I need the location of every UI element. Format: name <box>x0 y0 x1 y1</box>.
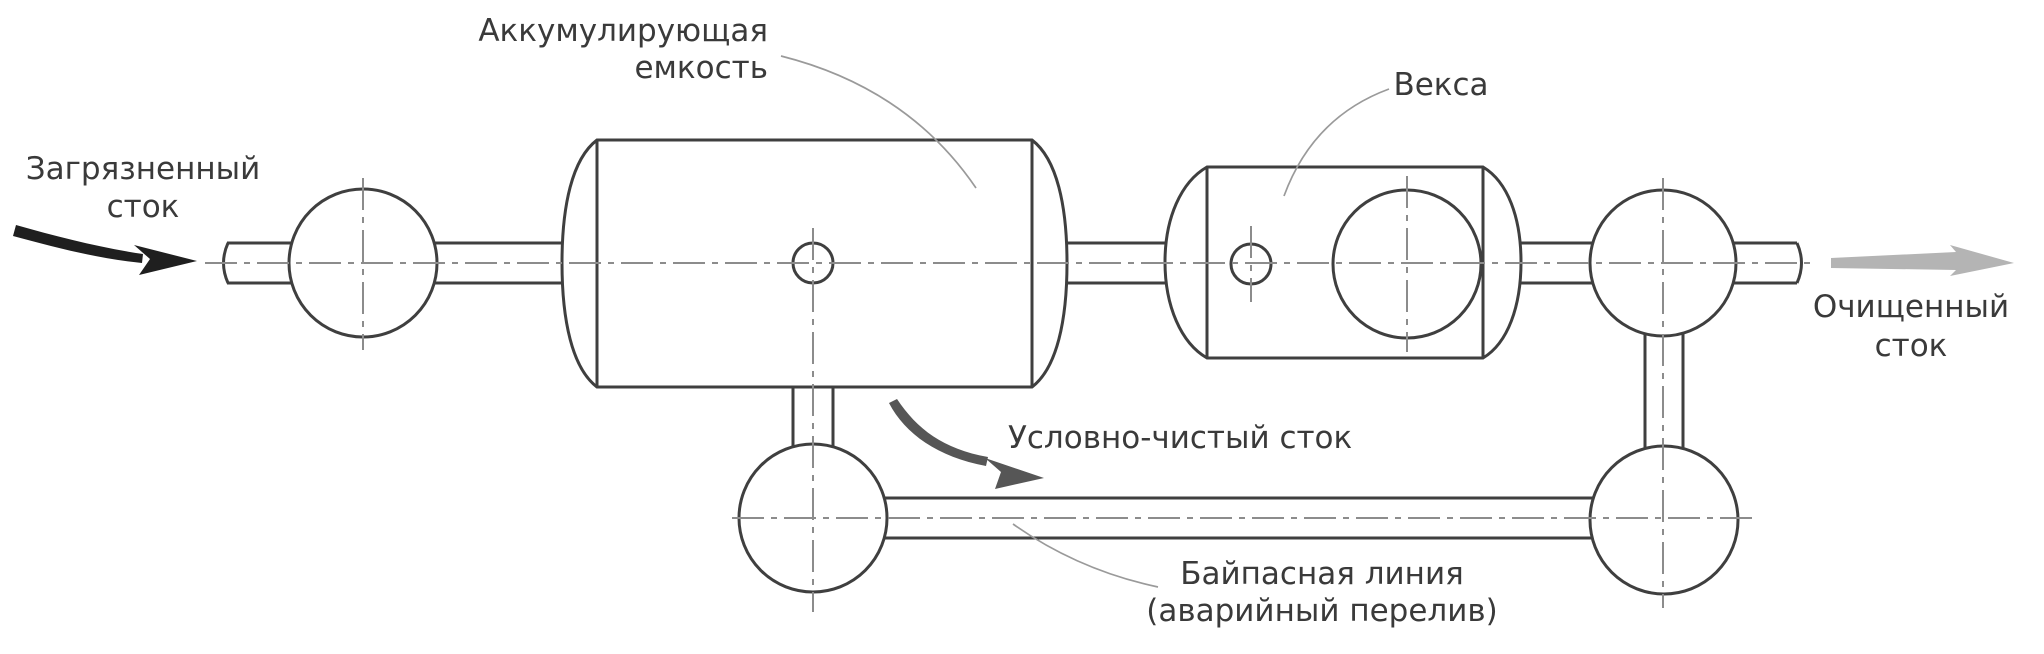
pipe-valve-to-tank <box>433 241 576 285</box>
bypass-line-label: Байпасная линия (аварийный перелив) <box>1122 556 1522 630</box>
tank-drain-pipe <box>791 384 835 455</box>
vexa-label-text: Векса <box>1393 67 1489 103</box>
outflow-label-line2: сток <box>1874 328 1948 364</box>
valve-drop-pipe <box>1643 330 1685 455</box>
conditionally-clean-label: Условно-чистый сток <box>1008 419 1352 457</box>
tank-leader-line <box>780 55 977 189</box>
bypass-label-line1: Байпасная линия <box>1180 556 1464 592</box>
tank-label-line1: Аккумулирующая <box>478 13 768 49</box>
conditionally-clean-label-text: Условно-чистый сток <box>1008 420 1353 456</box>
tank-label-line2: емкость <box>634 50 768 86</box>
pipe-tank-to-vexa <box>1055 241 1180 285</box>
vexa-label: Векса <box>1361 66 1521 104</box>
flow-arrows <box>13 225 2014 489</box>
bypass-pipe <box>868 496 1606 540</box>
inflow-label-line2: сток <box>106 189 180 225</box>
inflow-label: Загрязненный сток <box>18 150 268 226</box>
inflow-arrow-icon <box>13 225 197 275</box>
branch-flow-arrow-icon <box>889 399 1044 489</box>
vexa-leader-line <box>1283 88 1390 197</box>
pipes <box>222 241 1803 540</box>
accumulating-tank-label: Аккумулирующая емкость <box>468 13 768 87</box>
outflow-label-line1: Очищенный <box>1812 289 2010 325</box>
inflow-label-line1: Загрязненный <box>25 151 261 187</box>
bypass-label-line2: (аварийный перелив) <box>1146 593 1498 629</box>
outlet-pipe <box>1730 241 1803 285</box>
centerlines <box>205 176 1816 612</box>
vessels <box>287 138 1740 596</box>
pipe-vexa-to-valve <box>1508 241 1600 285</box>
leader-lines <box>780 55 1390 588</box>
bypass-leader-line <box>1012 523 1159 588</box>
outflow-label: Очищенный сток <box>1790 288 2032 366</box>
outflow-arrow-icon <box>1831 245 2014 276</box>
